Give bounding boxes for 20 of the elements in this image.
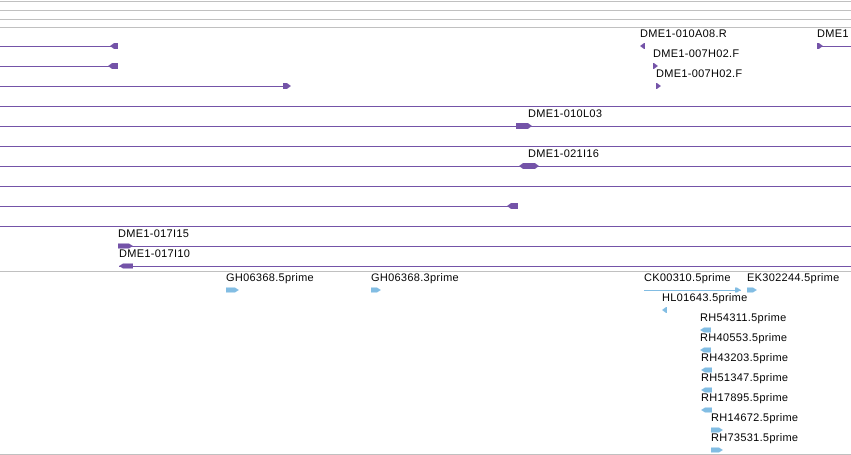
feature-label: RH14672.5prime: [711, 412, 798, 425]
feature-label: DME1-017I10: [119, 248, 190, 261]
feature-label: DME1-010A08.R: [640, 28, 728, 41]
feature-label: GH06368.5prime: [226, 272, 314, 285]
feature-label: RH40553.5prime: [700, 332, 788, 345]
feature-label: RH43203.5prime: [701, 352, 788, 365]
feature-label: GH06368.3prime: [371, 272, 459, 285]
feature-label: DME1-021I16: [528, 148, 600, 161]
feature-label: DME1-007H02.F: [653, 48, 740, 61]
feature-label: DME1-010L03: [528, 108, 602, 121]
feature-label: HL01643.5prime: [662, 292, 748, 305]
feature-label: CK00310.5prime: [644, 272, 731, 285]
feature-label: RH54311.5prime: [700, 312, 787, 325]
feature-label: DME1-007H02.F: [656, 68, 742, 81]
feature-label: RH17895.5prime: [701, 392, 788, 405]
feature-label: DME1-017I15: [118, 228, 190, 241]
feature-label: DME1: [817, 28, 849, 41]
feature-label: RH73531.5prime: [711, 432, 798, 445]
feature-label: EK302244.5prime: [747, 272, 840, 285]
feature-label: RH51347.5prime: [701, 372, 788, 385]
